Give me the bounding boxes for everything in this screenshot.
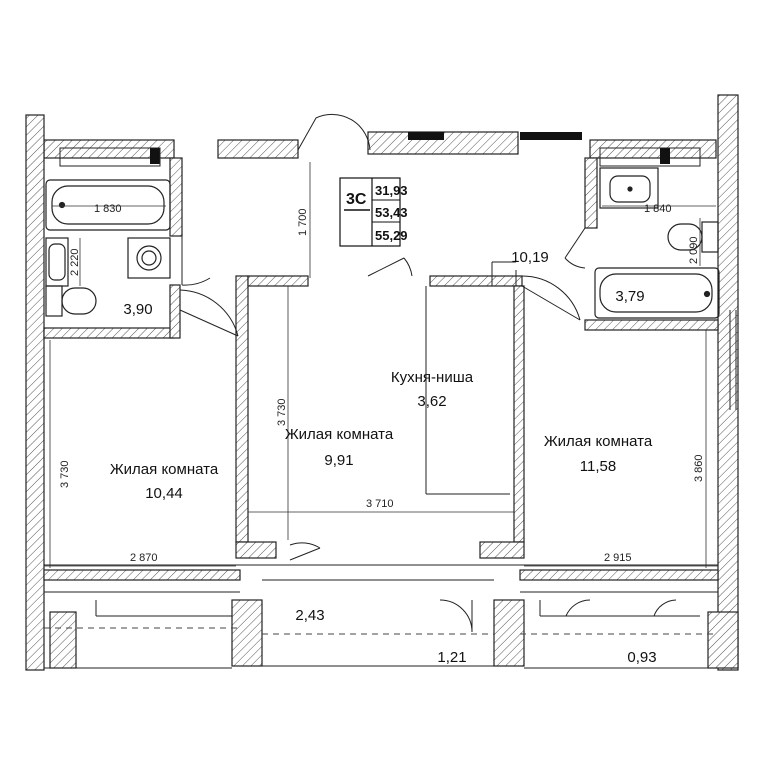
bath-right-depth: 2 090 (688, 236, 700, 264)
dimension-lines (44, 162, 718, 568)
room-labels: 3,90 3,79 10,19 Кухня-ниша 3,62 Жилая ко… (110, 249, 657, 666)
hall-area: 10,19 (511, 249, 549, 266)
right-room-width: 2 915 (604, 552, 632, 564)
apartment-type: 3С (346, 191, 367, 208)
left-room-width: 2 870 (130, 552, 158, 564)
balcony-left-area: 2,43 (295, 607, 324, 624)
living-right-area: 11,58 (580, 458, 616, 475)
balcony-dashed-lines (44, 627, 718, 635)
washing-machine-icon (127, 237, 171, 279)
bath-left-area: 3,90 (123, 301, 152, 318)
right-room-depth: 3 860 (693, 454, 705, 482)
bathtub-right (594, 267, 720, 319)
bath-left-depth: 2 220 (69, 248, 81, 276)
kitchen-name: Кухня-ниша (391, 369, 474, 386)
balcony-mid-area: 1,21 (437, 649, 466, 666)
doors (179, 113, 677, 633)
toilet-right (701, 221, 719, 253)
bathtub-left (45, 179, 171, 231)
total-with-balcony-value: 55,29 (375, 228, 408, 243)
walls (25, 94, 739, 671)
living-left-area: 10,44 (145, 485, 183, 502)
living-area-value: 31,93 (375, 183, 408, 198)
left-room-depth: 3 730 (59, 460, 71, 488)
bath-left-width: 1 830 (94, 203, 122, 215)
bath-right-area: 3,79 (615, 288, 644, 305)
living-mid-area: 9,91 (324, 452, 353, 469)
living-left-name: Жилая комната (110, 461, 219, 478)
hall-depth: 1 700 (297, 208, 309, 236)
mid-room-width: 3 710 (366, 498, 394, 510)
kitchen-area: 3,62 (417, 393, 446, 410)
total-area-value: 53,43 (375, 205, 408, 220)
mid-room-depth: 3 730 (276, 398, 288, 426)
dimension-labels: 1 830 2 220 1 700 1 840 2 090 3 730 3 73… (59, 203, 705, 564)
toilet-left (45, 285, 63, 317)
apartment-summary-badge: 3С 31,93 53,43 55,29 (339, 177, 408, 247)
living-mid-name: Жилая комната (285, 426, 394, 443)
bath-right-width: 1 840 (644, 203, 672, 215)
interior-lines (44, 147, 737, 669)
fixtures (45, 167, 720, 319)
balcony-right-area: 0,93 (627, 649, 656, 666)
living-right-name: Жилая комната (544, 433, 653, 450)
sink-right (599, 167, 659, 209)
window-marks (150, 132, 670, 164)
